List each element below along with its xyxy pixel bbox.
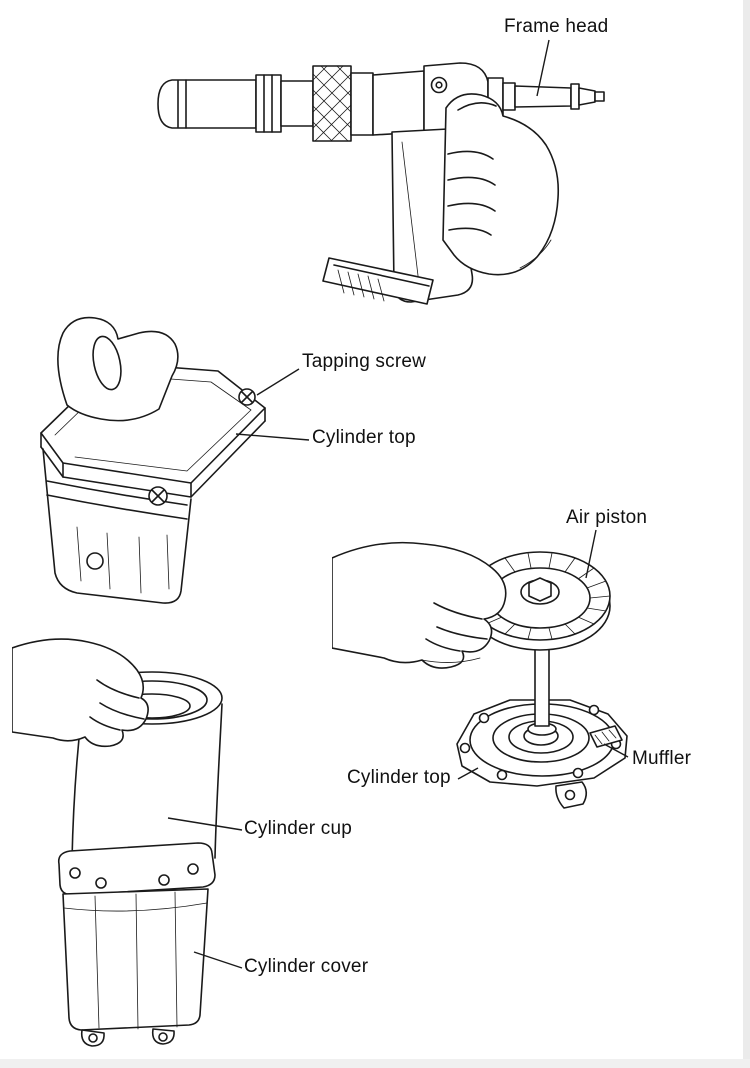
page-edge-bottom bbox=[0, 1059, 750, 1068]
illustration-cylinder-top-assembly bbox=[40, 316, 266, 604]
label-tapping-screw: Tapping screw bbox=[302, 351, 427, 372]
cylinder-body bbox=[42, 448, 192, 604]
holding-hand bbox=[332, 541, 507, 669]
label-cylinder-top-lower: Cylinder top bbox=[347, 767, 451, 788]
air-piston-disc bbox=[469, 551, 611, 651]
tapping-screw-part bbox=[238, 388, 256, 406]
label-air-piston: Air piston bbox=[566, 507, 648, 528]
cylinder-top-flange bbox=[456, 699, 628, 809]
drain-knob bbox=[86, 552, 104, 570]
label-frame-head: Frame head bbox=[504, 16, 609, 37]
knurl-hatch bbox=[312, 65, 352, 142]
holding-hand bbox=[12, 638, 149, 748]
tool-barrel bbox=[157, 65, 425, 142]
cylinder-cover-part bbox=[57, 842, 216, 1047]
illustration-air-piston-removal bbox=[332, 541, 628, 809]
label-cylinder-cup: Cylinder cup bbox=[244, 818, 353, 839]
page-edge-right bbox=[743, 0, 750, 1068]
illustration-cylinder-cup-cover bbox=[12, 638, 223, 1047]
gripping-hand bbox=[442, 93, 560, 276]
label-cylinder-top-upper: Cylinder top bbox=[312, 427, 416, 448]
label-muffler: Muffler bbox=[632, 748, 692, 769]
piston-nut bbox=[528, 577, 552, 602]
frame-head-nose bbox=[487, 77, 605, 116]
illustration-riveting-tool bbox=[157, 62, 605, 305]
muffler-part bbox=[589, 725, 623, 748]
label-cylinder-cover: Cylinder cover bbox=[244, 956, 369, 977]
tool-grip-stub bbox=[57, 316, 179, 422]
